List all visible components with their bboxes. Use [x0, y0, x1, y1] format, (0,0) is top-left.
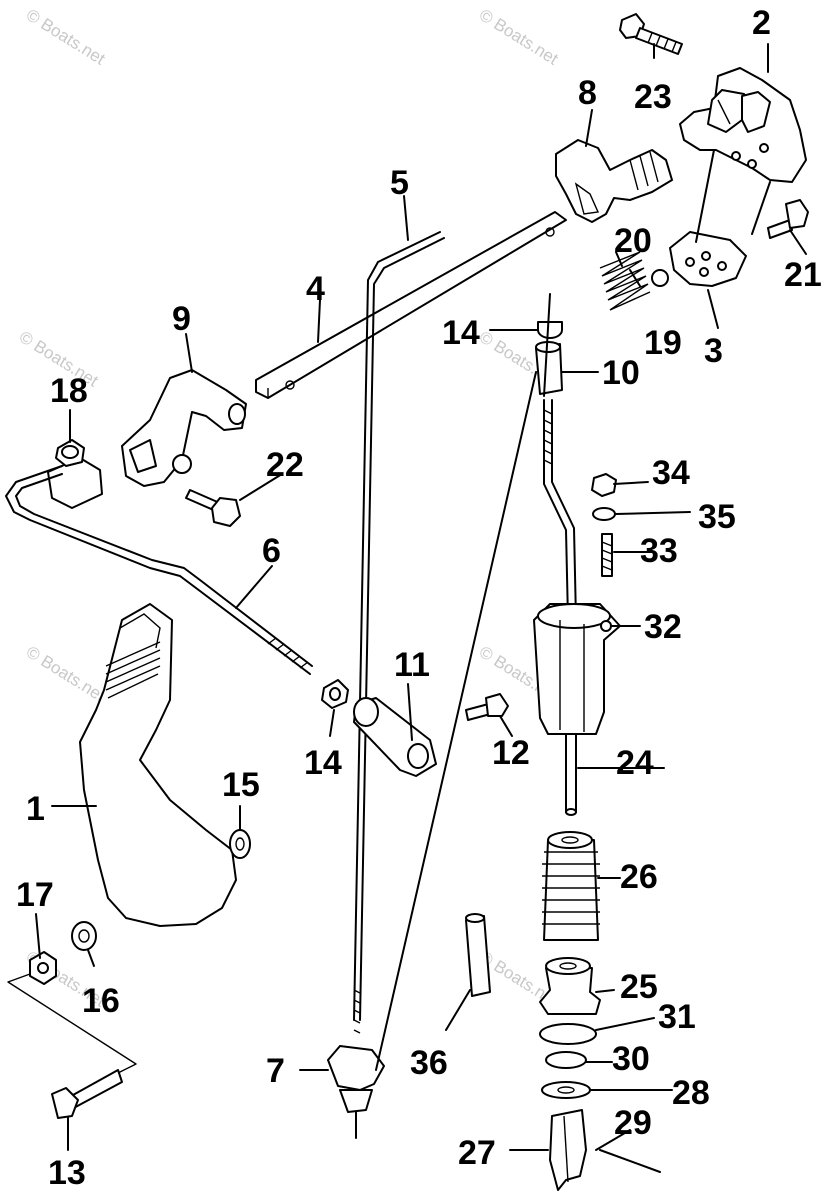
- callout-25: 25: [620, 968, 658, 1006]
- callout-33: 33: [640, 532, 678, 570]
- watermark: © Boats.net: [476, 5, 562, 68]
- watermark: © Boats.net: [23, 642, 109, 705]
- part-28-washer: [541, 1081, 591, 1099]
- callout-32: 32: [644, 608, 682, 646]
- callout-9: 9: [172, 300, 191, 338]
- callout-8: 8: [578, 74, 597, 112]
- part-13-bolt: [51, 1069, 123, 1119]
- callout-6: 6: [262, 532, 281, 570]
- part-24-shift-rod: [543, 399, 577, 816]
- callout-29: 29: [614, 1104, 652, 1142]
- callout-17: 17: [16, 876, 54, 914]
- callout-22: 22: [266, 446, 304, 484]
- callout-labels: 1 2 3 4 5 6 7 8 9 10 11 12 13 14 14 15 1…: [16, 4, 822, 1192]
- part-3-detent-plate: [669, 231, 747, 287]
- part-16-washer: [71, 921, 97, 951]
- part-26-boot: [542, 831, 600, 941]
- part-31-o-ring: [539, 1023, 597, 1045]
- part-27-bracket: [549, 1109, 587, 1191]
- part-18-clip: [47, 439, 103, 509]
- part-20-spring: [599, 251, 651, 311]
- callout-18: 18: [50, 372, 88, 410]
- part-15-washer-hole: [235, 837, 245, 851]
- shift-link-rod: [375, 293, 551, 1071]
- callout-14-lower: 14: [304, 744, 342, 782]
- part-22-bolt: [185, 489, 241, 527]
- callout-34: 34: [652, 454, 690, 492]
- callout-19: 19: [644, 324, 682, 362]
- callout-35: 35: [698, 498, 736, 536]
- callout-24: 24: [616, 744, 654, 782]
- part-7-grommet: [327, 1045, 385, 1139]
- part-9-lever: [121, 369, 247, 487]
- callout-36: 36: [410, 1044, 448, 1082]
- callout-3: 3: [704, 332, 723, 370]
- part-25-grommet: [539, 957, 601, 1015]
- part-33-stud: [601, 533, 613, 577]
- part-29-pin: [599, 1149, 661, 1173]
- callout-13: 13: [48, 1154, 86, 1192]
- part-5-rod: [353, 231, 445, 1034]
- callout-16: 16: [82, 982, 120, 1020]
- part-4-shaft: [255, 211, 567, 399]
- leader-lines: [7, 43, 807, 1151]
- part-11-lever: [353, 697, 437, 777]
- part-10-sleeve: [535, 341, 563, 395]
- callout-31: 31: [658, 998, 696, 1036]
- part-17-wingnut: [29, 951, 57, 985]
- part-28-washer-hole: [557, 1086, 575, 1094]
- callout-4: 4: [306, 270, 325, 308]
- callout-1: 1: [26, 790, 45, 828]
- callout-21: 21: [784, 256, 822, 294]
- part-23-bolt: [619, 13, 683, 55]
- part-14-nut-upper: [537, 321, 563, 339]
- callout-27: 27: [458, 1134, 496, 1172]
- callout-30: 30: [612, 1040, 650, 1078]
- callout-5: 5: [390, 164, 409, 202]
- part-21-screw: [767, 199, 809, 239]
- part-6-link-rod: [5, 465, 313, 675]
- part-35-washer: [592, 507, 616, 521]
- part-30-washer: [545, 1051, 587, 1069]
- part-32-housing: [533, 603, 621, 735]
- part-12-bolt: [465, 693, 509, 721]
- callout-12: 12: [492, 734, 530, 772]
- callout-23: 23: [634, 78, 672, 116]
- part-15-washer: [229, 829, 251, 859]
- callout-14-upper: 14: [442, 314, 480, 352]
- callout-20: 20: [614, 222, 652, 260]
- part-34-nut: [591, 473, 617, 497]
- watermark: © Boats.net: [23, 5, 109, 68]
- part-14-nut-lower: [321, 679, 349, 709]
- callout-28: 28: [672, 1074, 710, 1112]
- part-19-ball: [651, 269, 669, 287]
- part-1-handle: [79, 603, 237, 927]
- callout-15: 15: [222, 766, 260, 804]
- callout-11: 11: [394, 646, 430, 684]
- callout-26: 26: [620, 858, 658, 896]
- part-2-bracket: [679, 67, 807, 183]
- part-36-pin: [465, 913, 491, 997]
- callout-2: 2: [752, 4, 771, 42]
- part-16-washer-hole: [78, 929, 90, 943]
- callout-10: 10: [602, 354, 640, 392]
- callout-7: 7: [266, 1052, 285, 1090]
- part-8-coupler: [555, 139, 673, 223]
